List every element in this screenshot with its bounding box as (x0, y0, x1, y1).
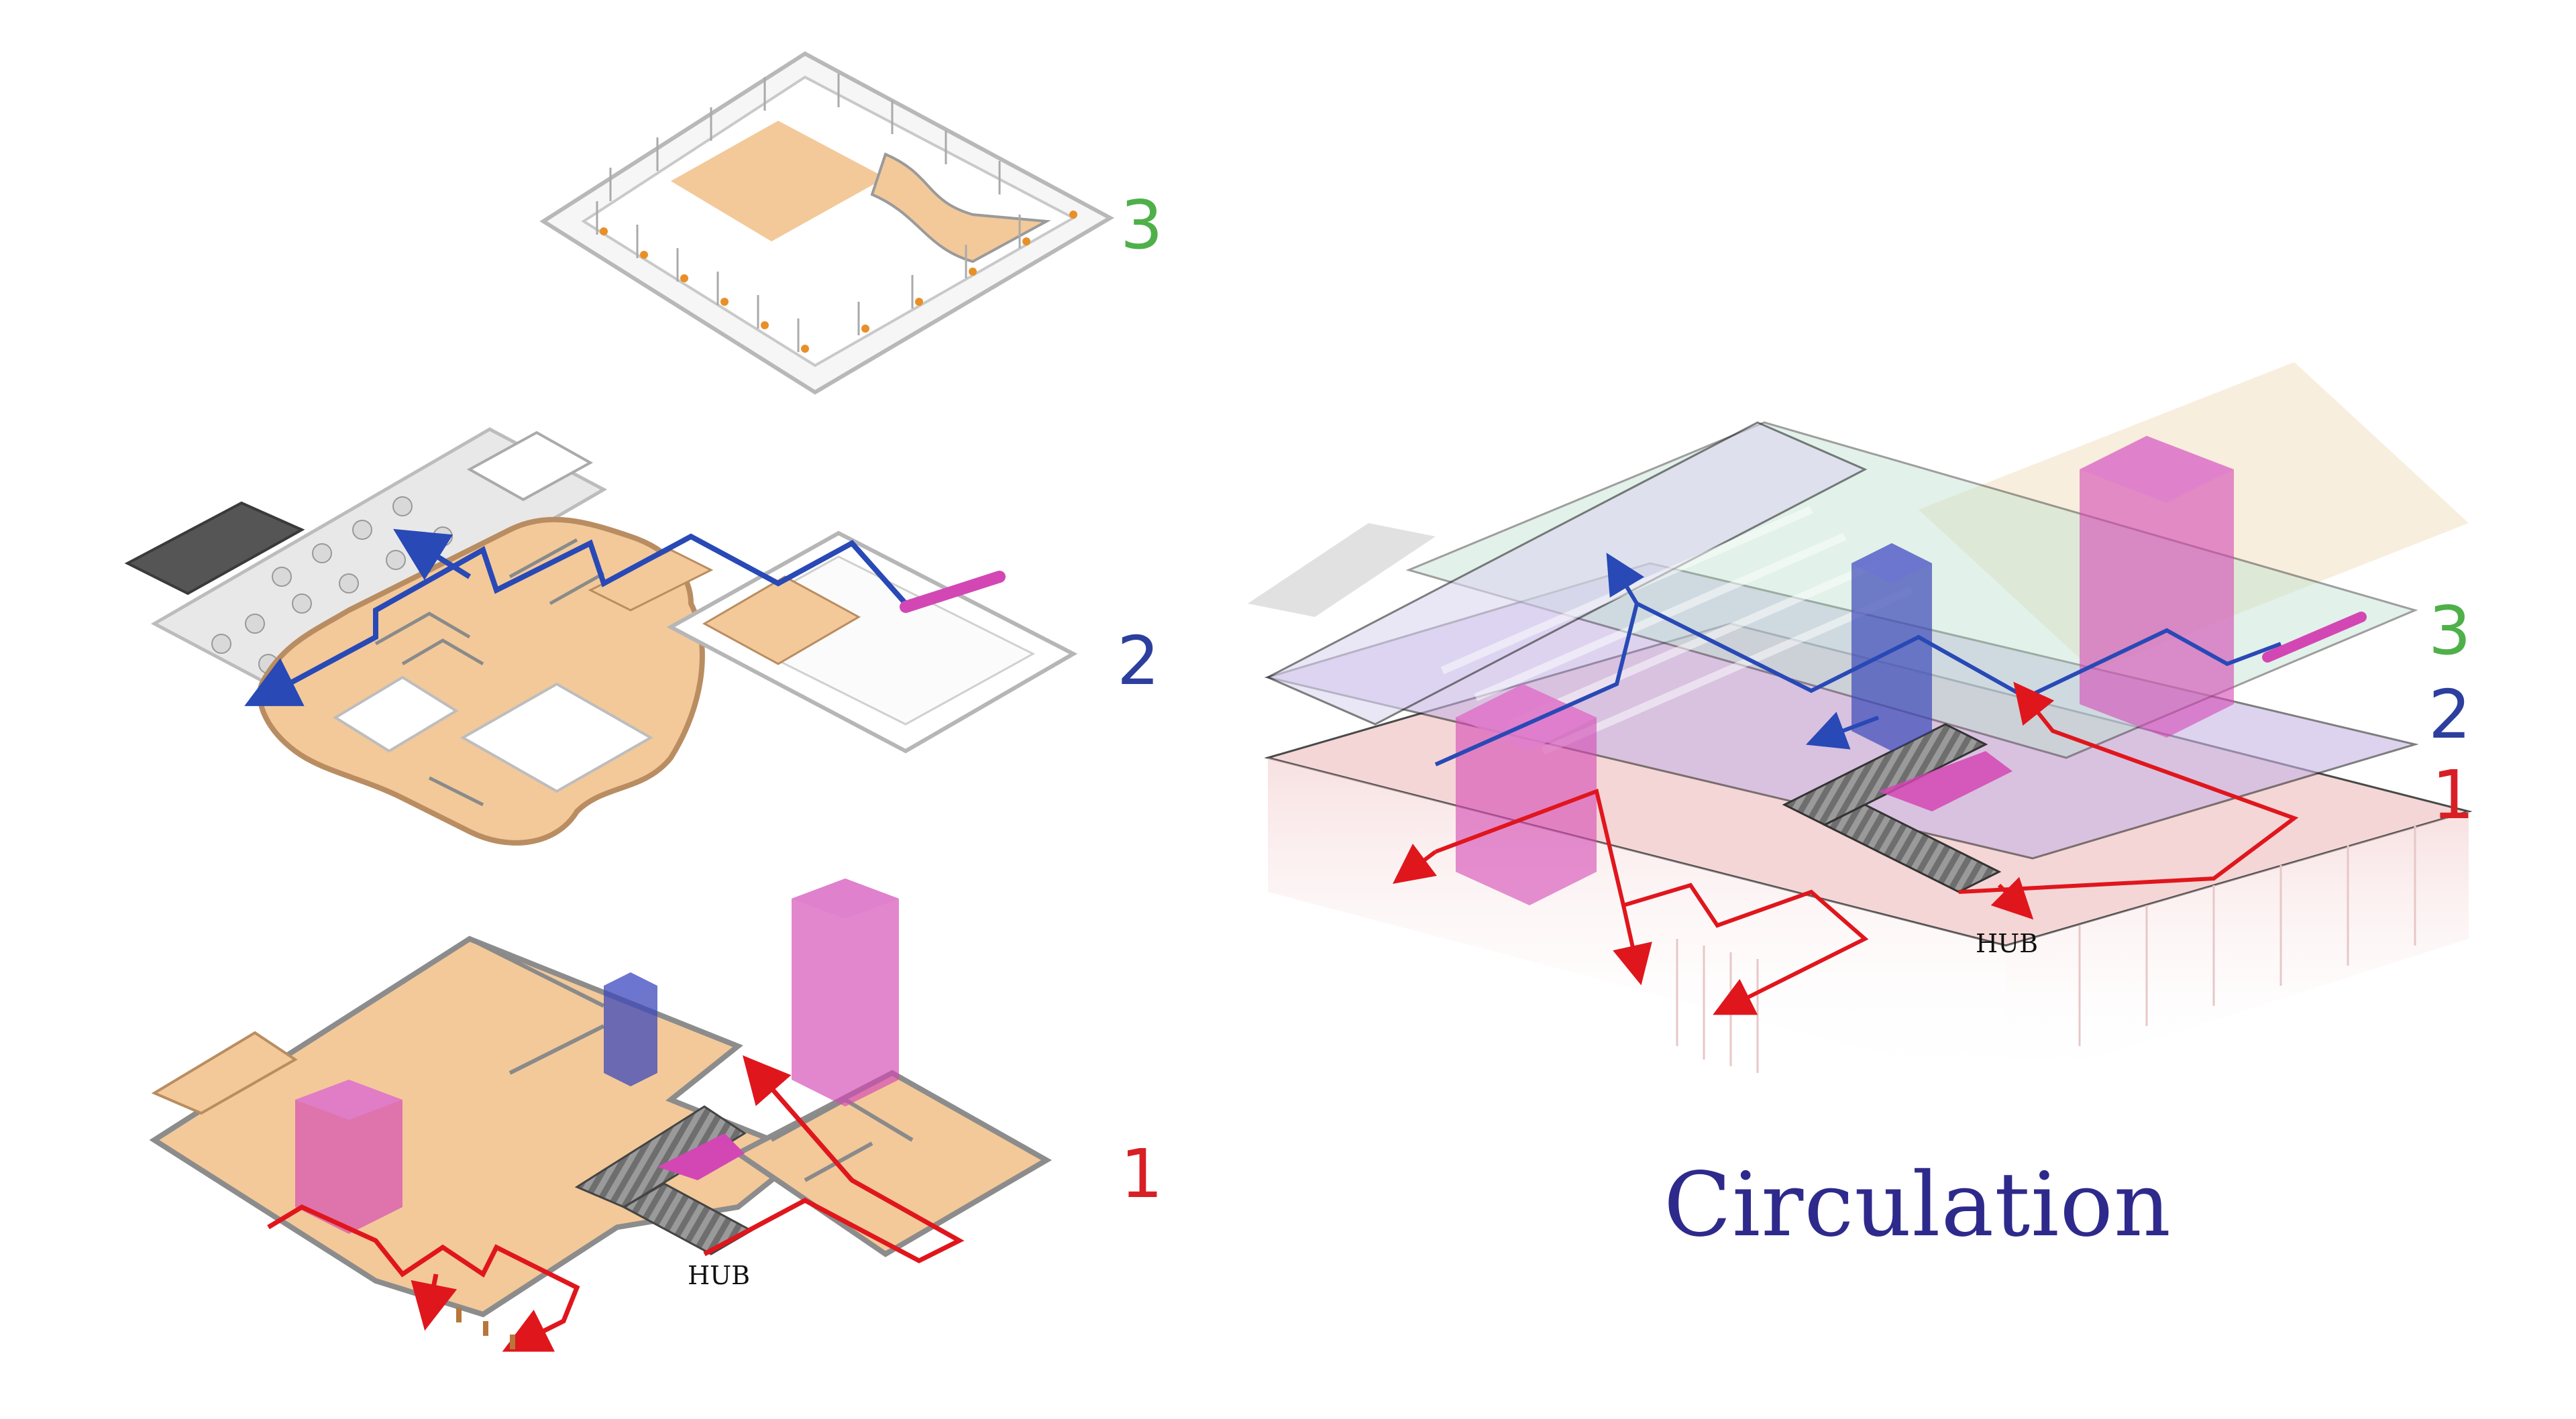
stack-hub-label: HUB (1976, 929, 2038, 958)
level-2-route (287, 533, 908, 687)
stack-magenta-core-tall (2080, 436, 2234, 738)
level-1-number: 1 (1120, 1135, 1163, 1213)
stack-red-route-east (1958, 681, 2299, 894)
level-3-number: 3 (1120, 186, 1163, 264)
level-1-route-east (703, 1055, 965, 1263)
stacked-axonometric: HUB (1248, 362, 2473, 1086)
stack-level-2-number: 2 (2428, 675, 2471, 754)
level-1-blue-core (604, 972, 657, 1086)
stack-level-1-number: 1 (2432, 756, 2475, 834)
level-1-magenta-core-tall (792, 878, 899, 1106)
level-2-plan (124, 427, 1078, 846)
stack-magenta-core-short (1456, 684, 1597, 905)
level-1-hub-label: HUB (688, 1261, 750, 1290)
level-2-number: 2 (1117, 622, 1160, 700)
level-3-desks (600, 211, 1077, 353)
stack-level-3-number: 3 (2428, 591, 2471, 670)
level-1-magenta-core-short (295, 1080, 402, 1234)
stack-blue-route (1434, 600, 2282, 767)
level-2-ramp (900, 571, 1006, 613)
diagram-title: Circulation (1664, 1153, 2171, 1257)
stack-blue-core (1851, 543, 1932, 751)
level-1-route-west (267, 1204, 580, 1352)
level-1-plan: HUB (149, 878, 1053, 1352)
level-3-plan (539, 51, 1115, 395)
stack-red-route-west (1434, 788, 1869, 995)
